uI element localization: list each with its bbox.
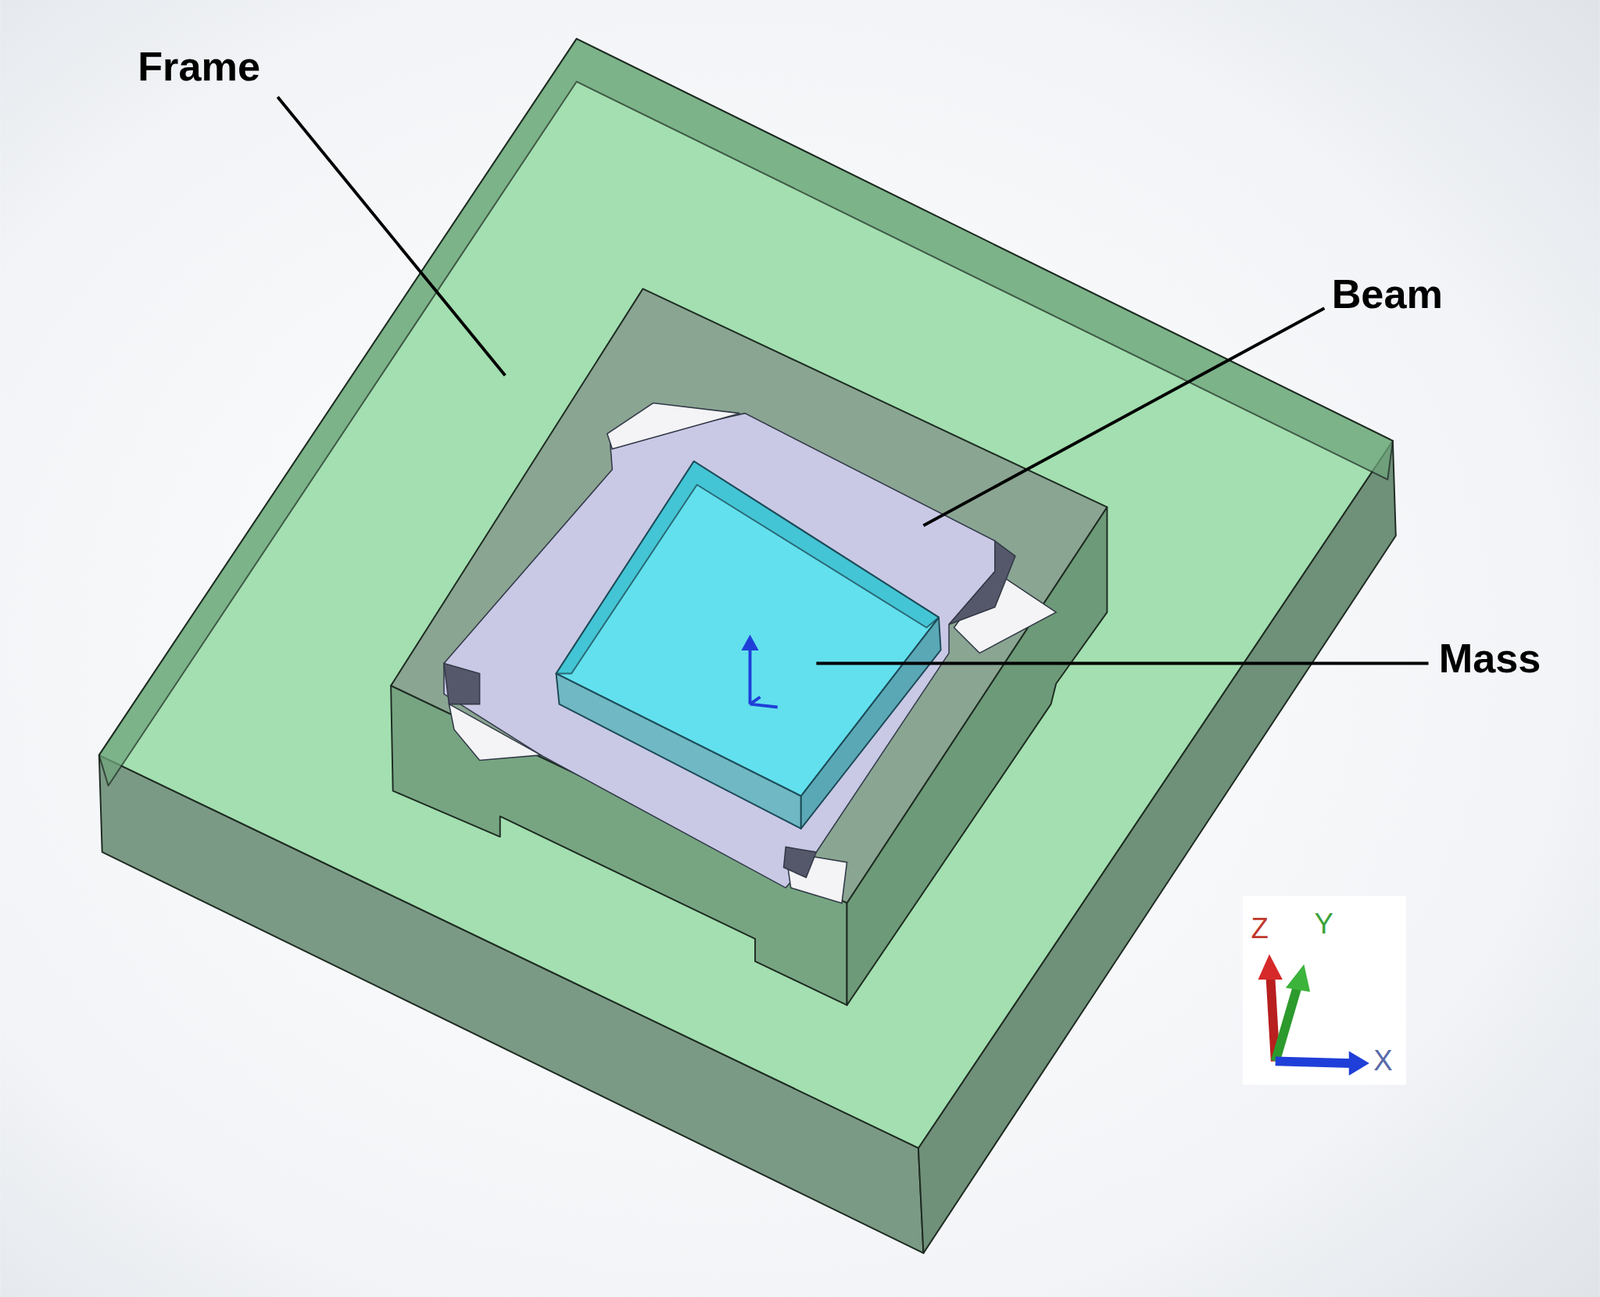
beam [443, 403, 1056, 904]
mass [556, 461, 942, 829]
leader-lines [277, 96, 1429, 663]
axis-label: Z [1251, 914, 1269, 944]
part-label: Beam [1331, 273, 1443, 315]
part-label: Frame [137, 46, 261, 87]
frame [99, 39, 1396, 1253]
axis-label: X [1373, 1046, 1393, 1076]
axis-triad [1242, 895, 1407, 1085]
origin-triad [744, 637, 778, 708]
axis-label: Y [1313, 909, 1333, 939]
part-label: Mass [1438, 637, 1542, 679]
